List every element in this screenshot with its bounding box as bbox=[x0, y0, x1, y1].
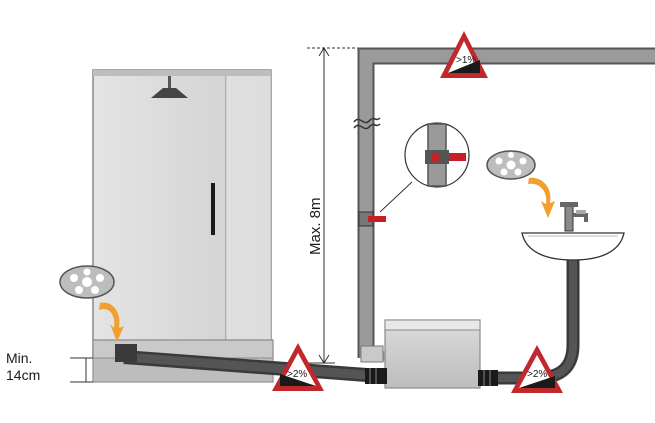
warning-triangle-sink: >2% bbox=[511, 345, 563, 393]
shower-cabinet bbox=[92, 69, 272, 359]
min-label: Min. bbox=[6, 350, 32, 366]
curved-arrow-icon bbox=[528, 177, 555, 218]
riser-pipe bbox=[353, 47, 655, 358]
shower-drain-pipe bbox=[115, 344, 387, 384]
curved-arrow-icon bbox=[99, 302, 124, 342]
max-height-label: Max. 8m bbox=[307, 197, 324, 255]
warning-triangle-top: >1% bbox=[440, 31, 488, 78]
min-height-dimension: Min. 14cm bbox=[6, 350, 93, 383]
sink-basin bbox=[521, 232, 625, 261]
drain-grate-icon bbox=[486, 150, 536, 180]
pipe-break-mark bbox=[353, 117, 381, 124]
sink-slope-label: >2% bbox=[527, 369, 547, 380]
drain-grate-icon bbox=[59, 265, 115, 299]
faucet-icon bbox=[560, 202, 588, 232]
top-slope-label: >1% bbox=[456, 55, 476, 66]
valve-detail-callout bbox=[404, 122, 470, 188]
shower-head-icon bbox=[151, 76, 188, 98]
warning-triangle-shower: >2% bbox=[272, 343, 324, 391]
shower-slope-label: >2% bbox=[287, 369, 307, 380]
pump-unit bbox=[360, 319, 481, 389]
max-height-dimension: Max. 8m bbox=[297, 47, 400, 364]
min-value: 14cm bbox=[6, 367, 40, 383]
valve-icon bbox=[358, 211, 386, 227]
door-handle bbox=[211, 183, 215, 235]
